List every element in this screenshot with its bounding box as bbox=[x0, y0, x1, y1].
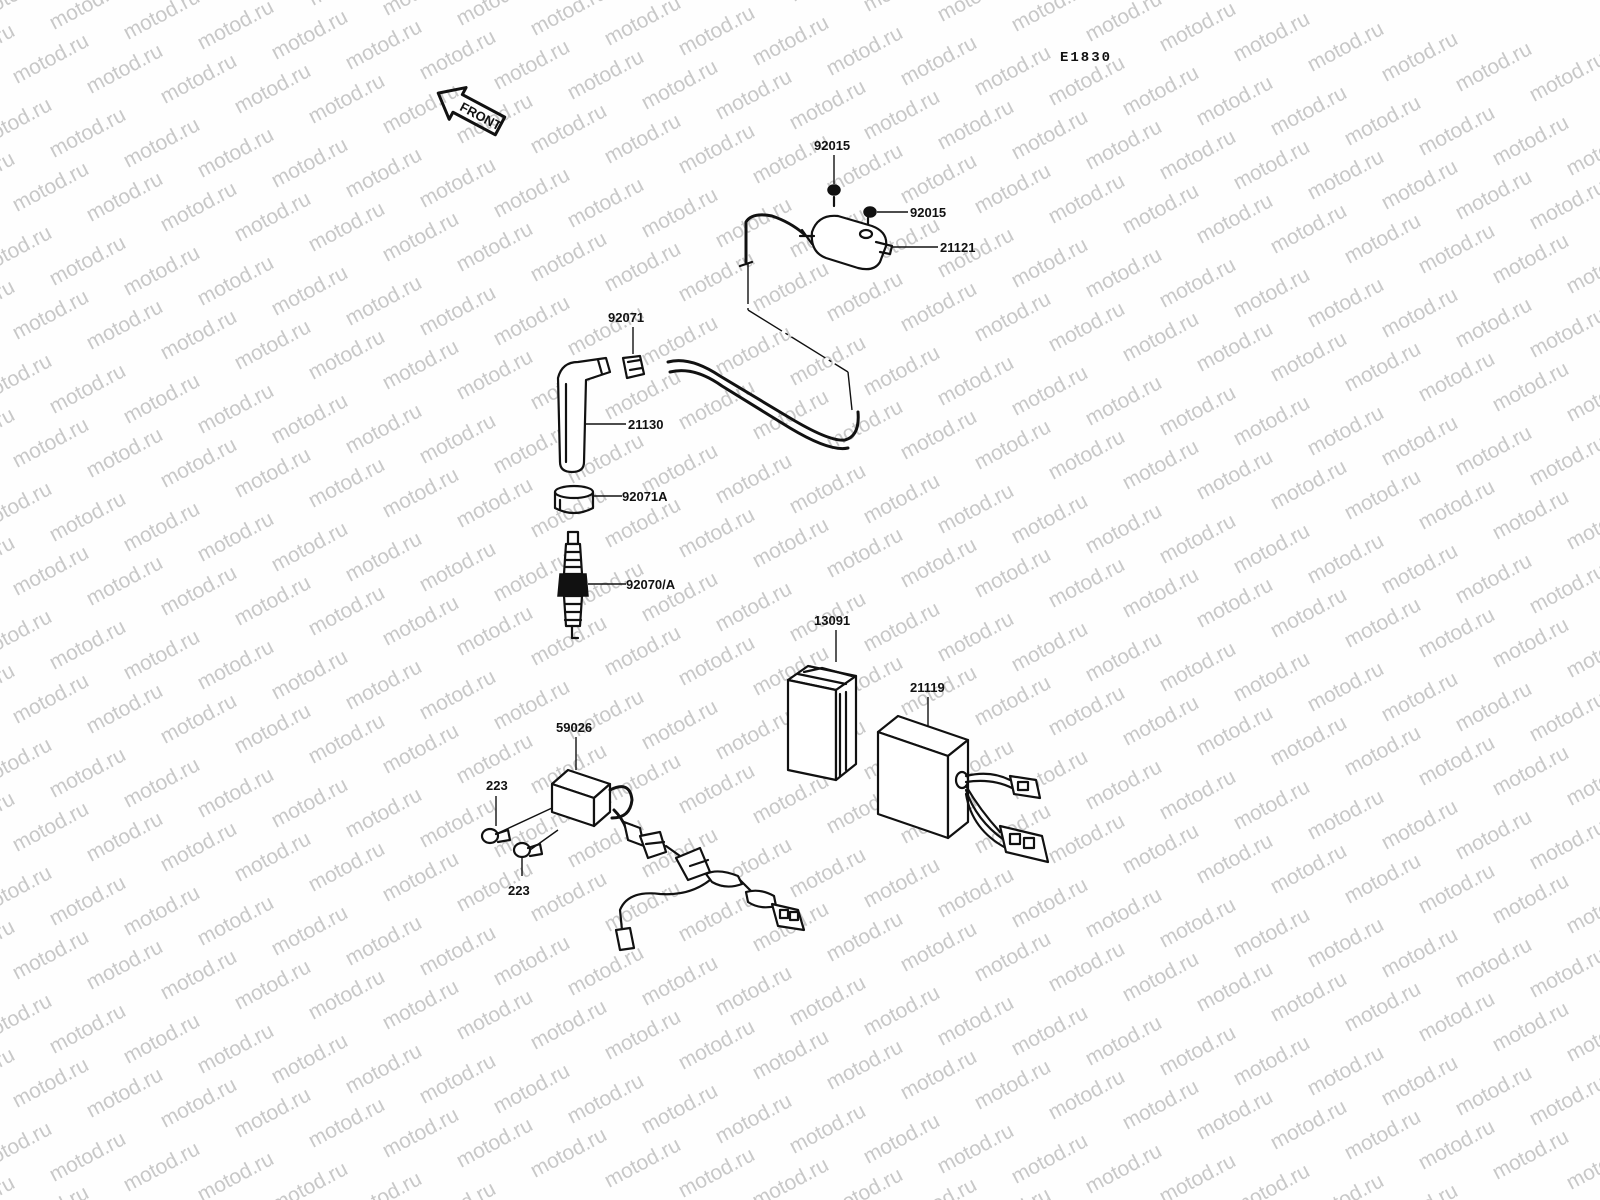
spark-plug bbox=[557, 530, 589, 640]
pickup-coil bbox=[550, 768, 806, 952]
high-tension-lead bbox=[666, 359, 860, 442]
igniter-cover bbox=[786, 664, 858, 782]
terminal-cap-side-icon bbox=[863, 206, 877, 218]
part-number-92071A: 92071A bbox=[622, 489, 668, 504]
ignition-coil bbox=[738, 184, 894, 271]
part-number-92015-side: 92015 bbox=[910, 205, 946, 220]
diagram-code: E1830 bbox=[1060, 50, 1112, 66]
igniter-unit bbox=[876, 714, 1050, 864]
part-number-92015-top: 92015 bbox=[814, 138, 850, 153]
plug-cap bbox=[556, 356, 612, 474]
part-number-59026: 59026 bbox=[556, 720, 592, 735]
plug-cap-seal bbox=[621, 354, 646, 380]
part-number-21119: 21119 bbox=[910, 680, 945, 695]
part-number-21130: 21130 bbox=[628, 417, 663, 432]
part-number-21121: 21121 bbox=[940, 240, 975, 255]
part-number-92070A: 92070/A bbox=[626, 577, 676, 592]
part-number-92071: 92071 bbox=[608, 310, 644, 325]
screw-lower-icon bbox=[512, 841, 544, 859]
plug-cap-boot bbox=[553, 484, 595, 515]
screw-upper-icon bbox=[480, 827, 512, 845]
wire-routing-line bbox=[747, 264, 853, 411]
front-direction-arrow-icon: FRONT bbox=[436, 86, 507, 137]
part-number-223-lower: 223 bbox=[508, 883, 530, 898]
terminal-cap-top-icon bbox=[827, 184, 841, 196]
part-number-223-upper: 223 bbox=[486, 778, 508, 793]
part-number-13091: 13091 bbox=[814, 613, 850, 628]
